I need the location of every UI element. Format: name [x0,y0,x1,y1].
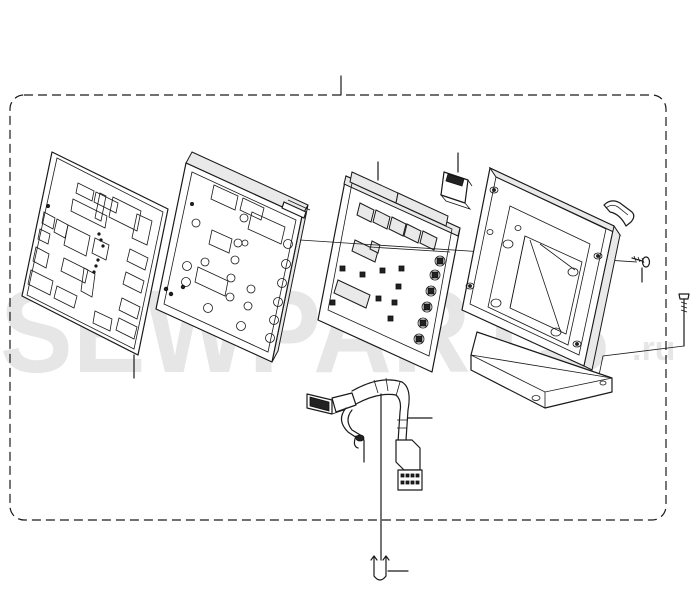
wire-staple[interactable] [370,393,390,581]
tapping-screw-leader-2 [597,345,685,381]
wire-harness[interactable] [306,377,423,491]
connector-clip[interactable] [439,171,473,210]
assembly-boundary [9,94,667,521]
panel-housing[interactable] [461,166,622,409]
front-panel-sheet[interactable] [21,151,169,356]
button-panel[interactable] [155,151,311,363]
tapping-screw[interactable] [678,293,690,317]
cable-tie[interactable] [340,407,365,449]
rubber-grommet[interactable] [603,200,635,227]
circuit-board[interactable] [317,171,461,373]
panel-screw[interactable] [631,255,651,268]
watermark-suffix: .ru [632,330,675,368]
screw-leader-line-2 [369,246,451,253]
